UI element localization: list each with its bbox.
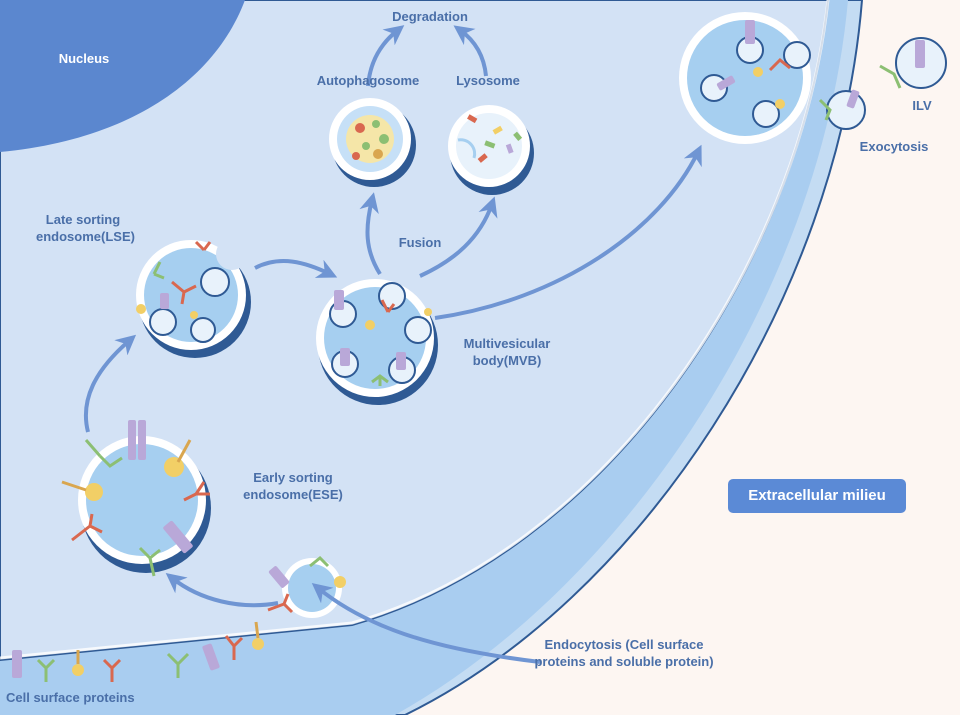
released-exosome xyxy=(818,89,866,130)
late-sorting-endosome xyxy=(136,238,251,358)
lysosome-to-degradation-arrow xyxy=(453,25,488,77)
mvb-to-lysosome-arrow xyxy=(419,196,498,278)
lse-label: Late sorting endosome(LSE) xyxy=(36,212,135,244)
endocytosis-label: Endocytosis (Cell surface proteins and s… xyxy=(534,637,714,669)
mvb-to-exocytosis-arrow xyxy=(434,144,702,320)
ilv-vesicle xyxy=(879,37,947,89)
nucleus xyxy=(0,0,245,152)
lysosome xyxy=(448,105,534,195)
autophagosome-label: Autophagosome xyxy=(316,73,420,88)
surface-receptors xyxy=(12,621,264,682)
exocytosis-vesicle xyxy=(679,12,811,144)
mvb-label: Multivesicular body(MVB) xyxy=(463,336,551,368)
lse-to-mvb-arrow xyxy=(254,259,338,278)
pathway-arrows xyxy=(83,25,702,664)
autophagosome-to-degradation-arrow xyxy=(366,25,405,87)
ese-label: Early sorting endosome(ESE) xyxy=(243,470,343,502)
autophagosome xyxy=(329,98,416,187)
endocytosis-arrow xyxy=(311,582,541,664)
early-sorting-endosome xyxy=(61,420,211,577)
exocytosis-label: Exocytosis xyxy=(859,139,929,154)
multivesicular-body xyxy=(316,279,438,405)
degradation-label: Degradation xyxy=(392,9,468,24)
lysosome-label: Lysosome xyxy=(456,73,520,88)
extracellular-milieu-badge: Extracellular milieu xyxy=(728,479,906,513)
fusion-label: Fusion xyxy=(398,235,442,250)
vesicle-to-ese-arrow xyxy=(165,573,279,608)
cell-surface-proteins-label: Cell surface proteins xyxy=(6,690,135,705)
ese-to-lse-arrow xyxy=(83,334,137,433)
mvb-to-autophagosome-arrow xyxy=(359,192,382,276)
ilv-label: ILV xyxy=(912,98,932,113)
nucleus-label: Nucleus xyxy=(58,51,110,66)
